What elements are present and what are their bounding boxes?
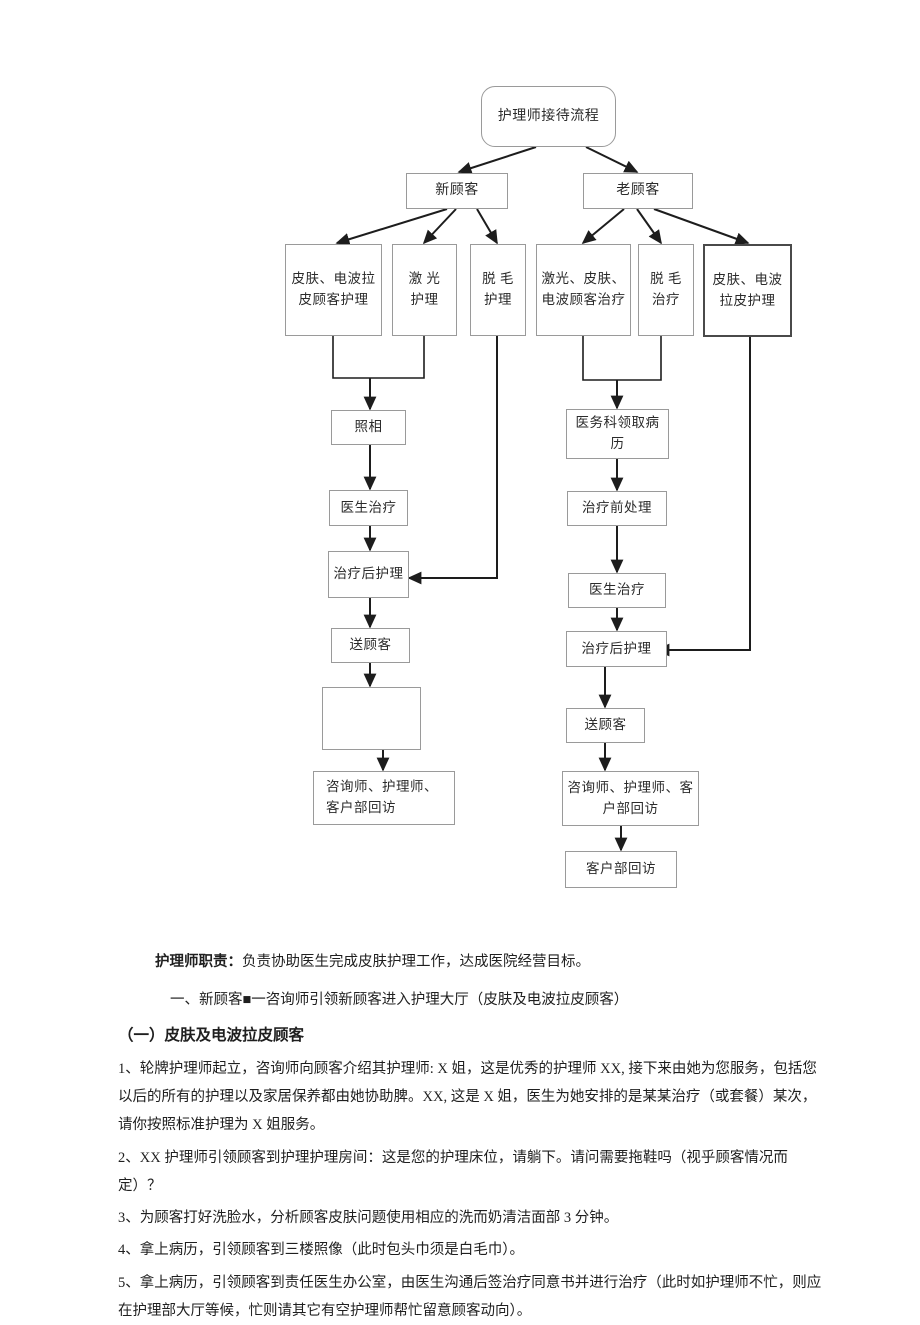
- flowchart-connectors: [332, 146, 751, 852]
- flow-node-new-step-blank: [322, 687, 421, 750]
- paragraph-section-one: 一、新顾客■一咨询师引领新顾客进入护理大厅（皮肤及电波拉皮顾客）: [170, 992, 629, 1009]
- flow-node-new-service-skin-rf: 皮肤、电波拉皮顾客护理: [285, 244, 382, 336]
- flow-node-new-service-laser: 激 光 护理: [392, 244, 457, 336]
- flow-node-old-step-doctor-treatment-label: 医生治疗: [589, 582, 645, 598]
- flow-node-old-step-get-records: 医务科领取病历: [566, 409, 669, 459]
- flow-node-root: 护理师接待流程: [481, 86, 616, 147]
- flow-node-new-customer: 新顾客: [406, 173, 508, 209]
- flow-node-new-step-photo: 照相: [331, 410, 406, 445]
- flow-node-new-step-photo-label: 照相: [354, 419, 383, 435]
- flow-node-old-service-skin-rf-care-label: 皮肤、电波拉皮护理: [712, 271, 783, 308]
- flow-node-old-step-pre-treatment: 治疗前处理: [567, 491, 667, 526]
- flow-node-old-service-laser-skin-rf: 激光、皮肤、电波顾客治疗: [536, 244, 631, 336]
- flow-node-old-step-followup: 咨询师、护理师、客户部回访: [562, 771, 699, 826]
- flow-node-old-step-customer-dept-followup-label: 客户部回访: [586, 861, 656, 877]
- flow-node-new-service-hair-removal: 脱 毛 护理: [470, 244, 526, 336]
- flow-node-new-step-followup-label: 咨询师、护理师、客户部回访: [326, 779, 438, 815]
- flow-node-new-customer-label: 新顾客: [435, 183, 479, 199]
- flow-node-new-service-skin-rf-label: 皮肤、电波拉皮顾客护理: [291, 271, 376, 307]
- flow-node-old-step-get-records-label: 医务科领取病历: [575, 415, 660, 451]
- flow-node-old-step-send-off-label: 送顾客: [584, 717, 627, 733]
- flow-node-root-label: 护理师接待流程: [497, 108, 600, 124]
- flow-node-old-step-doctor-treatment: 医生治疗: [568, 573, 666, 608]
- flow-node-old-customer: 老顾客: [583, 173, 693, 209]
- flow-node-new-step-send-off: 送顾客: [331, 628, 410, 663]
- flow-node-old-service-skin-rf-care: 皮肤、电波拉皮护理: [703, 244, 792, 337]
- duty-text: 负责协助医生完成皮肤护理工作，达成医院经营目标。: [242, 954, 590, 970]
- flow-node-old-service-laser-skin-rf-label: 激光、皮肤、电波顾客治疗: [541, 271, 626, 307]
- list-item-5: 5、拿上病历，引领顾客到责任医生办公室，由医生沟通后签治疗同意书并进行治疗（此时…: [118, 1274, 822, 1319]
- flow-node-new-step-post-care: 治疗后护理: [328, 551, 409, 598]
- flow-node-new-step-send-off-label: 送顾客: [349, 637, 392, 653]
- list-item-1: 1、轮牌护理师起立，咨询师向顾客介绍其护理师: X 姐，这是优秀的护理师 XX,…: [118, 1060, 817, 1134]
- flow-node-new-step-post-care-label: 治疗后护理: [333, 566, 404, 582]
- list-item-4: 4、拿上病历，引领顾客到三楼照像（此时包头巾须是白毛巾）。: [118, 1242, 524, 1259]
- document-body: 护理师职责：负责协助医生完成皮肤护理工作，达成医院经营目标。 一、新顾客■一咨询…: [0, 940, 920, 1325]
- nursing-reception-flowchart: 护理师接待流程 新顾客 老顾客 皮肤、电波拉皮顾客护理 激 光 护理 脱 毛 护…: [285, 86, 792, 888]
- duty-lead-label: 护理师职责：: [155, 954, 242, 970]
- flow-node-new-service-hair-removal-label: 脱 毛 护理: [482, 271, 514, 307]
- flow-node-new-step-followup: 咨询师、护理师、客户部回访: [313, 771, 455, 825]
- paragraph-subsection-one: （一）皮肤及电波拉皮顾客: [118, 1026, 305, 1044]
- flow-node-old-step-followup-label: 咨询师、护理师、客户部回访: [567, 779, 694, 816]
- list-item-3: 3、为顾客打好洗脸水，分析顾客皮肤问题使用相应的洗而奶清洁面部 3 分钟。: [118, 1210, 619, 1227]
- paragraph-duty: 护理师职责：负责协助医生完成皮肤护理工作，达成医院经营目标。: [155, 948, 825, 976]
- flow-node-old-step-send-off: 送顾客: [566, 708, 645, 743]
- flow-node-old-step-post-care: 治疗后护理: [566, 631, 667, 667]
- flow-node-old-step-customer-dept-followup: 客户部回访: [565, 851, 677, 888]
- flow-node-old-customer-label: 老顾客: [616, 183, 660, 199]
- flow-node-old-step-pre-treatment-label: 治疗前处理: [582, 500, 652, 516]
- flow-node-old-service-hair-removal: 脱 毛 治疗: [638, 244, 694, 336]
- list-item-2: 2、XX 护理师引领顾客到护理护理房间：这是您的护理床位，请躺下。请问需要拖鞋吗…: [118, 1149, 788, 1194]
- flow-node-old-service-hair-removal-label: 脱 毛 治疗: [650, 271, 682, 307]
- flow-node-new-step-doctor-treatment-label: 医生治疗: [340, 499, 397, 515]
- flow-node-old-step-post-care-label: 治疗后护理: [581, 640, 652, 656]
- flow-node-new-service-laser-label: 激 光 护理: [408, 271, 441, 307]
- flow-node-new-step-doctor-treatment: 医生治疗: [329, 490, 408, 526]
